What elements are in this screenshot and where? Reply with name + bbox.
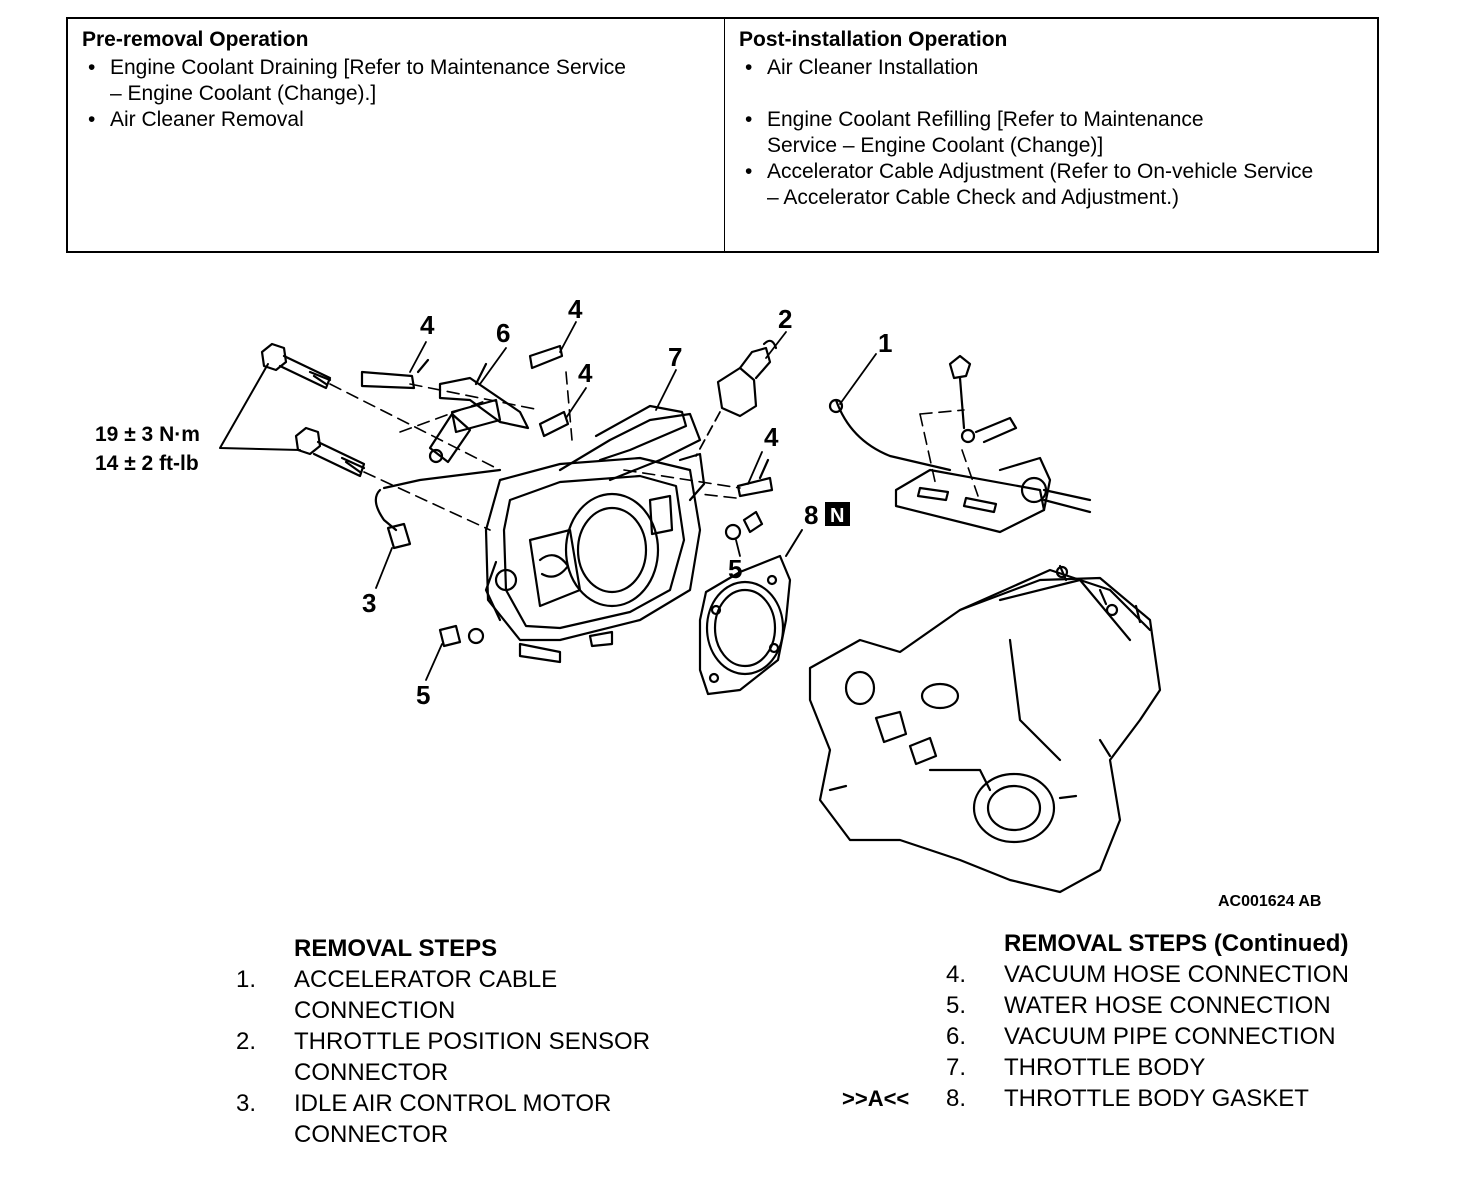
removal-step: 4. VACUUM HOSE CONNECTION <box>946 959 1406 990</box>
water-hose-clamps <box>438 510 764 648</box>
step-number: 3. <box>236 1090 257 1117</box>
callout-2: 2 <box>778 304 792 334</box>
step-text: THROTTLE BODY GASKET <box>1004 1085 1309 1112</box>
throttle-body-gasket <box>698 554 792 696</box>
removal-step: 5. WATER HOSE CONNECTION <box>946 990 1406 1021</box>
step-number: 1. <box>236 966 257 993</box>
bolt-lower <box>294 426 366 478</box>
callout-7: 7 <box>668 342 682 372</box>
callout-5: 5 <box>416 680 430 710</box>
step-number: 2. <box>236 1028 257 1055</box>
vacuum-hose-pieces <box>360 344 774 498</box>
removal-steps: REMOVAL STEPS 1. ACCELERATOR CABLE CONNEC… <box>236 933 696 1150</box>
step-number: 7. <box>946 1054 967 1081</box>
intake-manifold <box>808 564 1162 894</box>
operations-table: Pre-removal Operation Engine Coolant Dra… <box>66 17 1379 253</box>
callout-8: 8 <box>804 500 818 530</box>
callout-4: 4 <box>764 422 779 452</box>
callout-3: 3 <box>362 588 376 618</box>
bracket-dashed-lines <box>919 409 979 497</box>
post-installation-list: Air Cleaner Installation Engine Coolant … <box>739 55 1363 211</box>
removal-step: 1. ACCELERATOR CABLE CONNECTION <box>236 964 696 1026</box>
tps-connector <box>716 339 778 418</box>
pre-removal-list: Engine Coolant Draining [Refer to Mainte… <box>82 55 710 133</box>
removal-steps-title: REMOVAL STEPS <box>294 935 498 962</box>
post-installation-title: Post-installation Operation <box>739 28 1008 51</box>
installation-lines <box>329 371 741 531</box>
removal-steps-continued-title: REMOVAL STEPS (Continued) <box>1004 930 1349 957</box>
removal-step: 3. IDLE AIR CONTROL MOTOR CONNECTOR <box>236 1088 696 1150</box>
new-part-badge-label: N <box>830 505 844 527</box>
removal-step: 2. THROTTLE POSITION SENSOR CONNECTOR <box>236 1026 696 1088</box>
callout-4: 4 <box>578 358 593 388</box>
removal-step: 7. THROTTLE BODY <box>946 1052 1406 1083</box>
iac-connector <box>374 468 502 550</box>
step-number: 8. <box>946 1085 967 1112</box>
throttle-body <box>484 404 706 664</box>
step-number: 5. <box>946 992 967 1019</box>
service-mark: >>A<< <box>842 1086 910 1111</box>
post-installation-item: Air Cleaner Installation <box>739 55 1363 81</box>
step-text-line: IDLE AIR CONTROL MOTOR <box>294 1090 612 1117</box>
pre-removal-title: Pre-removal Operation <box>82 28 309 51</box>
new-part-badge: N <box>825 502 850 527</box>
callout-6: 6 <box>496 318 510 348</box>
torque-spec-metric: 19 ± 3 N·m <box>95 423 200 446</box>
step-text-line: THROTTLE POSITION SENSOR <box>294 1028 651 1055</box>
accelerator-cable-bracket <box>828 354 1092 534</box>
callout-5: 5 <box>728 554 742 584</box>
post-installation-item: Accelerator Cable Adjustment (Refer to O… <box>739 159 1327 211</box>
pre-removal-item: Air Cleaner Removal <box>82 107 710 133</box>
post-installation-item: Engine Coolant Refilling [Refer to Maint… <box>739 107 1277 159</box>
step-text: WATER HOSE CONNECTION <box>1004 992 1331 1019</box>
torque-spec-imperial: 14 ± 2 ft-lb <box>95 452 199 475</box>
pre-removal-item: Engine Coolant Draining [Refer to Mainte… <box>82 55 630 107</box>
step-number: 4. <box>946 961 967 988</box>
step-text: VACUUM PIPE CONNECTION <box>1004 1023 1336 1050</box>
pre-removal-column: Pre-removal Operation Engine Coolant Dra… <box>68 19 725 251</box>
figure-code: AC001624 AB <box>1218 893 1321 910</box>
callout-leaders <box>375 321 877 681</box>
step-text-line: CONNECTOR <box>294 1059 449 1086</box>
removal-steps-continued: REMOVAL STEPS (Continued) 4. VACUUM HOSE… <box>842 928 1406 1114</box>
removal-step: >>A<< 8. THROTTLE BODY GASKET <box>842 1083 1406 1114</box>
bolt-upper <box>260 342 332 390</box>
step-text: THROTTLE BODY <box>1004 1054 1206 1081</box>
callout-4: 4 <box>420 310 435 340</box>
callout-1: 1 <box>878 328 892 358</box>
step-text: VACUUM HOSE CONNECTION <box>1004 961 1349 988</box>
vacuum-pipe <box>428 362 530 464</box>
step-text-line: CONNECTION <box>294 997 456 1024</box>
callout-4: 4 <box>568 294 583 324</box>
removal-step: 6. VACUUM PIPE CONNECTION <box>946 1021 1406 1052</box>
step-text-line: ACCELERATOR CABLE <box>294 966 558 993</box>
step-number: 6. <box>946 1023 967 1050</box>
post-installation-column: Post-installation Operation Air Cleaner … <box>725 19 1377 251</box>
step-text-line: CONNECTOR <box>294 1121 449 1148</box>
